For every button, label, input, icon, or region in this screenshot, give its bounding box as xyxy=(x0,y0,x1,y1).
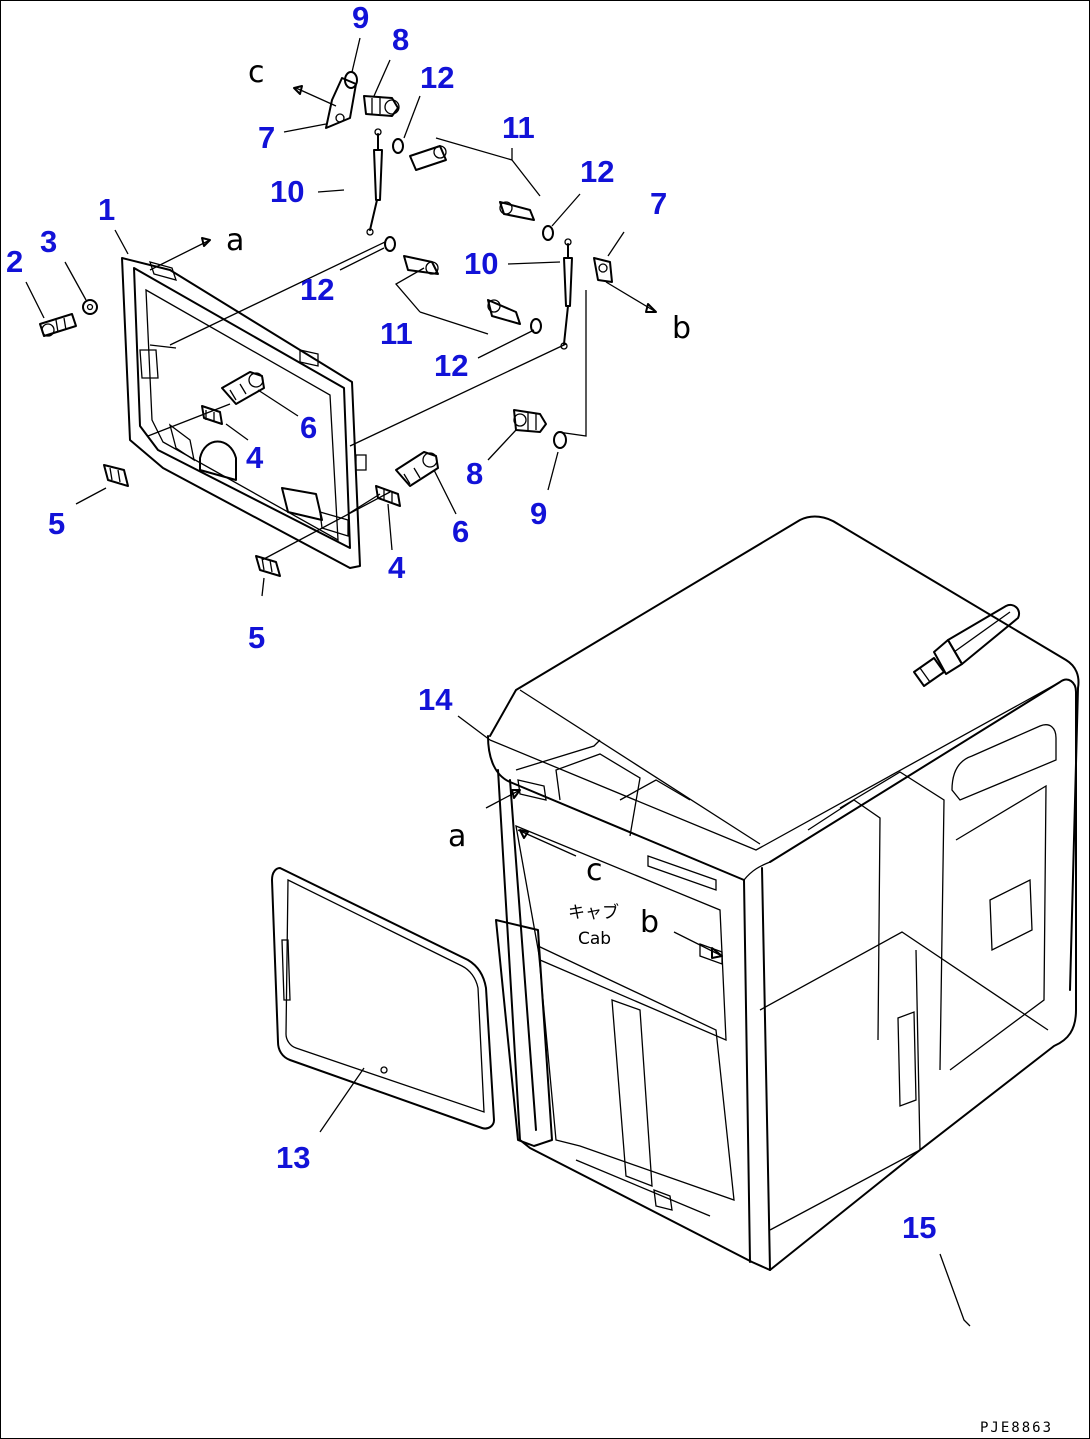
ref-a-cab: a xyxy=(448,819,466,854)
callout-11b: 11 xyxy=(380,316,413,351)
callout-15: 15 xyxy=(902,1210,936,1245)
callout-8a: 8 xyxy=(392,22,409,57)
callout-2: 2 xyxy=(6,244,23,279)
callout-9a: 9 xyxy=(352,0,369,35)
bolt-part-2 xyxy=(39,313,77,337)
callout-5b: 5 xyxy=(248,620,265,655)
callout-3: 3 xyxy=(40,224,57,259)
ref-a-top: a xyxy=(226,223,244,258)
sealant-tube-part-15 xyxy=(913,604,1020,687)
callout-10a: 10 xyxy=(270,174,304,209)
callout-12a: 12 xyxy=(420,60,454,95)
callout-7a: 7 xyxy=(258,120,275,155)
callout-13: 13 xyxy=(276,1140,310,1175)
callout-6b: 6 xyxy=(452,514,469,549)
washer-part-12 xyxy=(384,138,554,334)
callout-12c: 12 xyxy=(300,272,334,307)
glass-part-13 xyxy=(271,867,495,1130)
drawing-code: PJE8863 xyxy=(980,1420,1053,1436)
callout-4a: 4 xyxy=(246,440,264,475)
bolt-part-6 xyxy=(221,371,439,487)
cab-label-jp: キャブ xyxy=(568,902,619,923)
bolt-part-11 xyxy=(403,145,535,325)
callout-7b: 7 xyxy=(650,186,667,221)
callout-8b: 8 xyxy=(466,456,483,491)
cab-label-en: Cab xyxy=(578,929,611,949)
callout-4b: 4 xyxy=(388,550,406,585)
ref-b-top: b xyxy=(672,311,691,346)
clip-part-5 xyxy=(103,464,281,577)
cab-part-14 xyxy=(487,515,1080,1271)
window-frame-part-1 xyxy=(121,257,367,569)
bolt-part-8 xyxy=(363,95,547,433)
callout-9b: 9 xyxy=(530,496,547,531)
washer-part-3 xyxy=(82,299,98,315)
callout-12d: 12 xyxy=(434,348,468,383)
bracket-part-7 xyxy=(325,77,613,283)
ref-c-top: c xyxy=(248,55,265,90)
callout-5a: 5 xyxy=(48,506,65,541)
leader-lines xyxy=(25,37,971,1327)
callout-1: 1 xyxy=(98,192,115,227)
gas-spring-part-10 xyxy=(366,128,573,350)
ref-c-cab: c xyxy=(586,853,603,888)
callout-14: 14 xyxy=(418,682,453,717)
ref-b-cab: b xyxy=(640,905,659,940)
callout-12b: 12 xyxy=(580,154,614,189)
callout-10b: 10 xyxy=(464,246,498,281)
callout-11a: 11 xyxy=(502,110,535,145)
callout-6a: 6 xyxy=(300,410,317,445)
